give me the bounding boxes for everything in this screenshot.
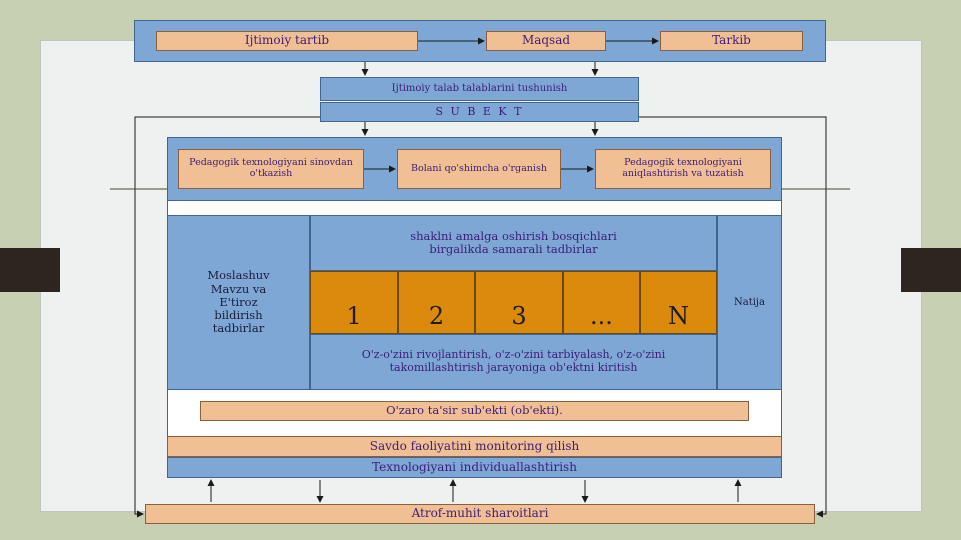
right-side-bar <box>901 248 961 292</box>
monitoring-box: Savdo faoliyatini monitoring qilish <box>167 436 782 457</box>
organish-box: Bolani qo'shimcha o'rganish <box>397 149 561 189</box>
atrof-muhit-box: Atrof-muhit sharoitlari <box>145 504 815 524</box>
stage-1: 1 <box>310 271 398 334</box>
natija-panel: Natija <box>717 215 782 390</box>
ijtimoiy-talab-box: Ijtimoiy talab talablarini tushunish <box>320 77 639 101</box>
stage-2: 2 <box>398 271 475 334</box>
sinov-box: Pedagogik texnologiyani sinovdan o'tkazi… <box>178 149 364 189</box>
tarkib-box: Tarkib <box>660 31 803 51</box>
stage-3: 3 <box>475 271 563 334</box>
ijtimoiy-tartib-box: Ijtimoiy tartib <box>156 31 418 51</box>
individual-box: Texnologiyani individuallashtirish <box>167 457 782 478</box>
stages-caption: O'z-o'zini rivojlantirish, o'z-o'zini ta… <box>310 334 717 390</box>
stage-ellipsis: ... <box>563 271 640 334</box>
moslashuv-panel: Moslashuv Mavzu va E'tiroz bildirish tad… <box>167 215 310 390</box>
subekt-box: S U B E K T <box>320 102 639 122</box>
ozaro-tasir-box: O'zaro ta'sir sub'ekti (ob'ekti). <box>200 401 749 421</box>
stages-title: shaklni amalga oshirish bosqichlari birg… <box>310 215 717 271</box>
left-side-bar <box>0 248 60 292</box>
aniqlashtirish-box: Pedagogik texnologiyani aniqlashtirish v… <box>595 149 771 189</box>
stage-n: N <box>640 271 717 334</box>
maqsad-box: Maqsad <box>486 31 606 51</box>
